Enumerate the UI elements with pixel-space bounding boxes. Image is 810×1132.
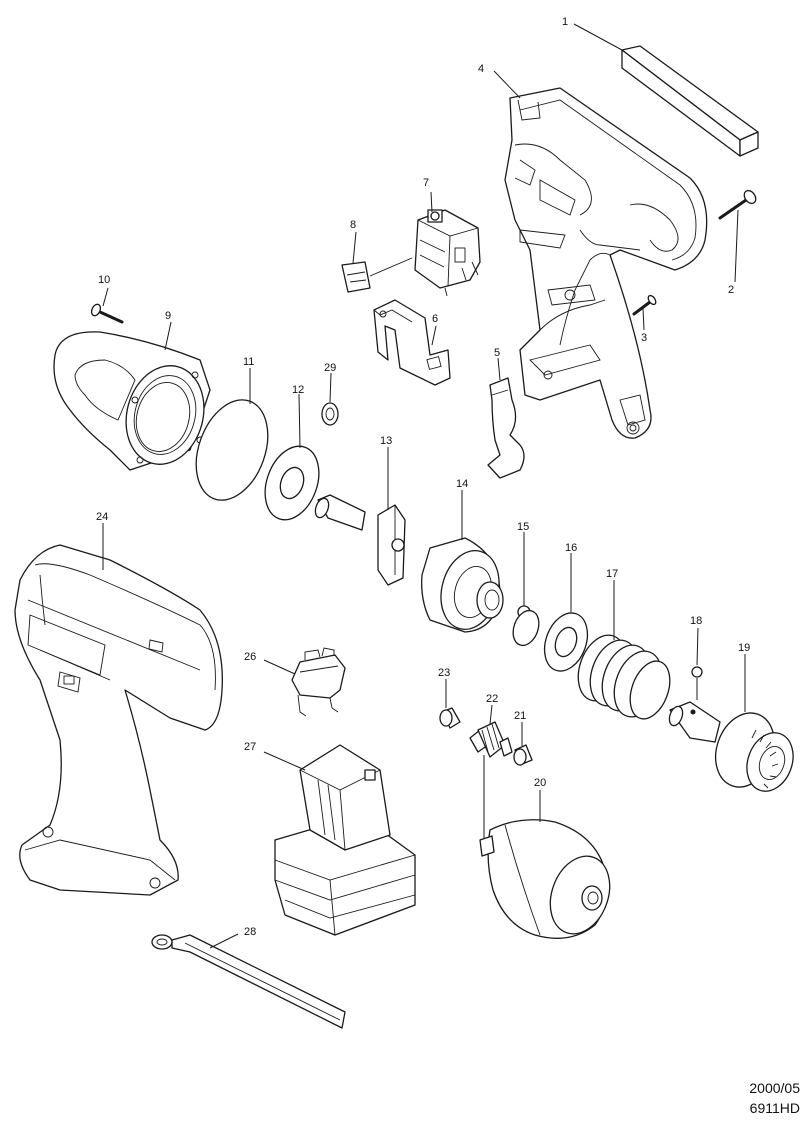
part-4-housing-half: 4 — [478, 63, 708, 439]
part-23-bearing: 23 — [438, 667, 461, 729]
part-20-motor: 20 — [479, 777, 611, 939]
part-7-switch: 7 — [414, 177, 481, 297]
label-5: 5 — [494, 347, 500, 359]
part-2-screw: 2 — [718, 189, 757, 296]
part-13-anvil: 13 — [314, 435, 406, 586]
part-27-battery: 27 — [244, 741, 416, 936]
footer-model: 6911HD — [749, 1100, 800, 1116]
part-28-strap: 28 — [151, 926, 346, 1029]
part-11-gasket: 11 — [195, 356, 269, 501]
label-12: 12 — [292, 384, 304, 396]
part-12-washer: 12 — [264, 384, 320, 521]
label-26: 26 — [244, 651, 256, 663]
label-9: 9 — [165, 310, 171, 322]
part-15-ball: 15 — [512, 521, 540, 647]
label-13: 13 — [380, 435, 392, 447]
part-5-bracket: 5 — [487, 347, 525, 479]
part-26-terminal: 26 — [244, 647, 346, 717]
label-2: 2 — [728, 284, 734, 296]
label-10: 10 — [98, 274, 110, 286]
label-11: 11 — [243, 356, 254, 368]
part-9-gear-housing: 9 — [53, 310, 211, 471]
part-1-nameplate: 1 — [562, 16, 759, 157]
label-22: 22 — [486, 693, 498, 705]
part-21-bearing: 21 — [513, 710, 533, 766]
label-7: 7 — [423, 177, 429, 189]
label-4: 4 — [478, 63, 484, 75]
part-6-ubracket: 6 — [373, 299, 451, 386]
label-21: 21 — [514, 710, 526, 722]
label-24: 24 — [96, 511, 108, 523]
label-1: 1 — [562, 16, 568, 28]
label-18: 18 — [690, 615, 702, 627]
part-19-spindle: 19 — [668, 642, 794, 792]
part-3-screw: 3 — [632, 294, 657, 344]
label-3: 3 — [641, 332, 647, 344]
label-16: 16 — [565, 542, 577, 554]
label-8: 8 — [350, 219, 356, 231]
label-15: 15 — [517, 521, 529, 533]
part-10-screw: 10 — [90, 274, 124, 324]
label-6: 6 — [432, 313, 438, 325]
part-24-housing-set: 24 — [14, 511, 223, 896]
label-28: 28 — [244, 926, 256, 938]
label-27: 27 — [244, 741, 256, 753]
part-14-hammer: 14 — [421, 478, 504, 633]
part-18-ball: 18 — [690, 615, 703, 700]
part-22-pinion: 22 — [469, 693, 513, 840]
label-17: 17 — [606, 568, 618, 580]
label-20: 20 — [534, 777, 546, 789]
label-23: 23 — [438, 667, 450, 679]
part-29-ring: 29 — [321, 362, 339, 426]
part-16-washer: 16 — [543, 542, 589, 672]
label-19: 19 — [738, 642, 750, 654]
part-8-block: 8 — [341, 219, 413, 293]
label-14: 14 — [456, 478, 468, 490]
part-17-spring: 17 — [577, 568, 671, 720]
label-29: 29 — [324, 362, 336, 374]
footer-date: 2000/05 — [749, 1080, 800, 1096]
